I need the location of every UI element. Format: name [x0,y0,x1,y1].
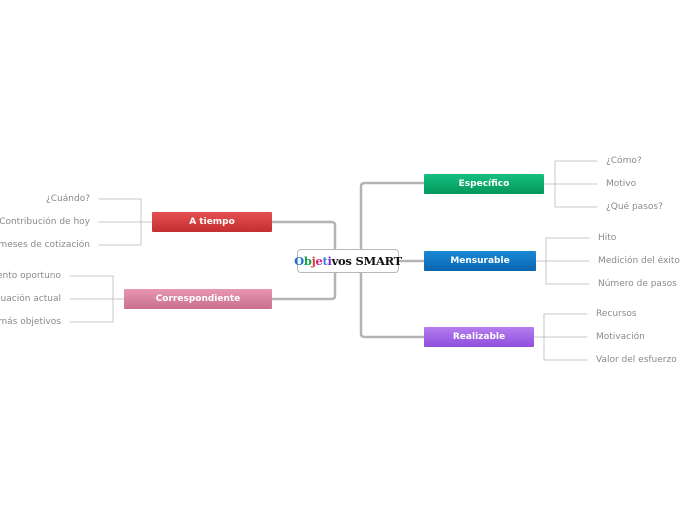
leaf-realizable-motivacion[interactable]: Motivación [596,332,645,342]
leaf-lines-mensurable [535,237,590,285]
connector-a-tiempo [270,220,337,263]
topic-especifico-label: Específico [458,179,510,189]
leaf-lines-especifico [543,160,598,208]
central-title-letter: j [311,254,316,268]
topic-especifico[interactable]: Específico [424,174,544,194]
topic-correspondiente[interactable]: Correspondiente [124,289,272,309]
leaf-mensurable-medicion[interactable]: Medición del éxito [598,256,680,266]
central-title-letter: o [337,254,346,268]
leaf-especifico-motivo[interactable]: Motivo [606,179,637,189]
leaf-especifico-que-pasos[interactable]: ¿Qué pasos? [606,202,663,212]
connector-correspondiente [270,259,337,301]
topic-a-tiempo[interactable]: A tiempo [152,212,272,232]
leaf-a-tiempo-cuando[interactable]: ¿Cuándo? [46,194,90,204]
leaf-lines-realizable [533,313,588,361]
leaf-especifico-como[interactable]: ¿Cómo? [606,156,642,166]
leaf-correspondiente-objetivos[interactable]: más objetivos [0,317,61,327]
central-title-letter: s [345,254,352,268]
topic-correspondiente-label: Correspondiente [155,294,241,304]
leaf-a-tiempo-meses[interactable]: meses de cotización [0,240,90,250]
leaf-mensurable-numero-pasos[interactable]: Número de pasos [598,279,677,289]
connector-especifico [359,181,426,263]
leaf-correspondiente-situacion[interactable]: uación actual [0,294,61,304]
central-title-letter: t [322,254,328,268]
central-title-smart: SMART [355,254,403,268]
leaf-lines-correspondiente [69,275,125,323]
topic-realizable[interactable]: Realizable [424,327,534,347]
central-topic[interactable]: Objetivos SMART [294,249,403,273]
leaf-realizable-valor-esfuerzo[interactable]: Valor del esfuerzo [596,355,677,365]
leaf-mensurable-hito[interactable]: Hito [598,233,617,243]
central-title-letter: v [331,254,339,268]
leaf-correspondiente-oportuno[interactable]: ento oportuno [0,271,61,281]
central-title-letter: e [315,254,323,268]
leaf-a-tiempo-contribucion[interactable]: Contribución de hoy [0,217,90,227]
topic-realizable-label: Realizable [452,332,506,342]
central-title-letter: O [294,254,304,268]
leaf-lines-a-tiempo [98,198,153,246]
topic-mensurable-label: Mensurable [450,256,510,266]
connector-realizable [359,259,426,339]
leaf-realizable-recursos[interactable]: Recursos [596,309,637,319]
central-title-letter: b [303,254,312,268]
central-title-colored: Objetivos [294,254,352,268]
topic-a-tiempo-label: A tiempo [189,217,235,227]
topic-mensurable[interactable]: Mensurable [424,251,536,271]
central-title-letter: i [327,254,332,268]
